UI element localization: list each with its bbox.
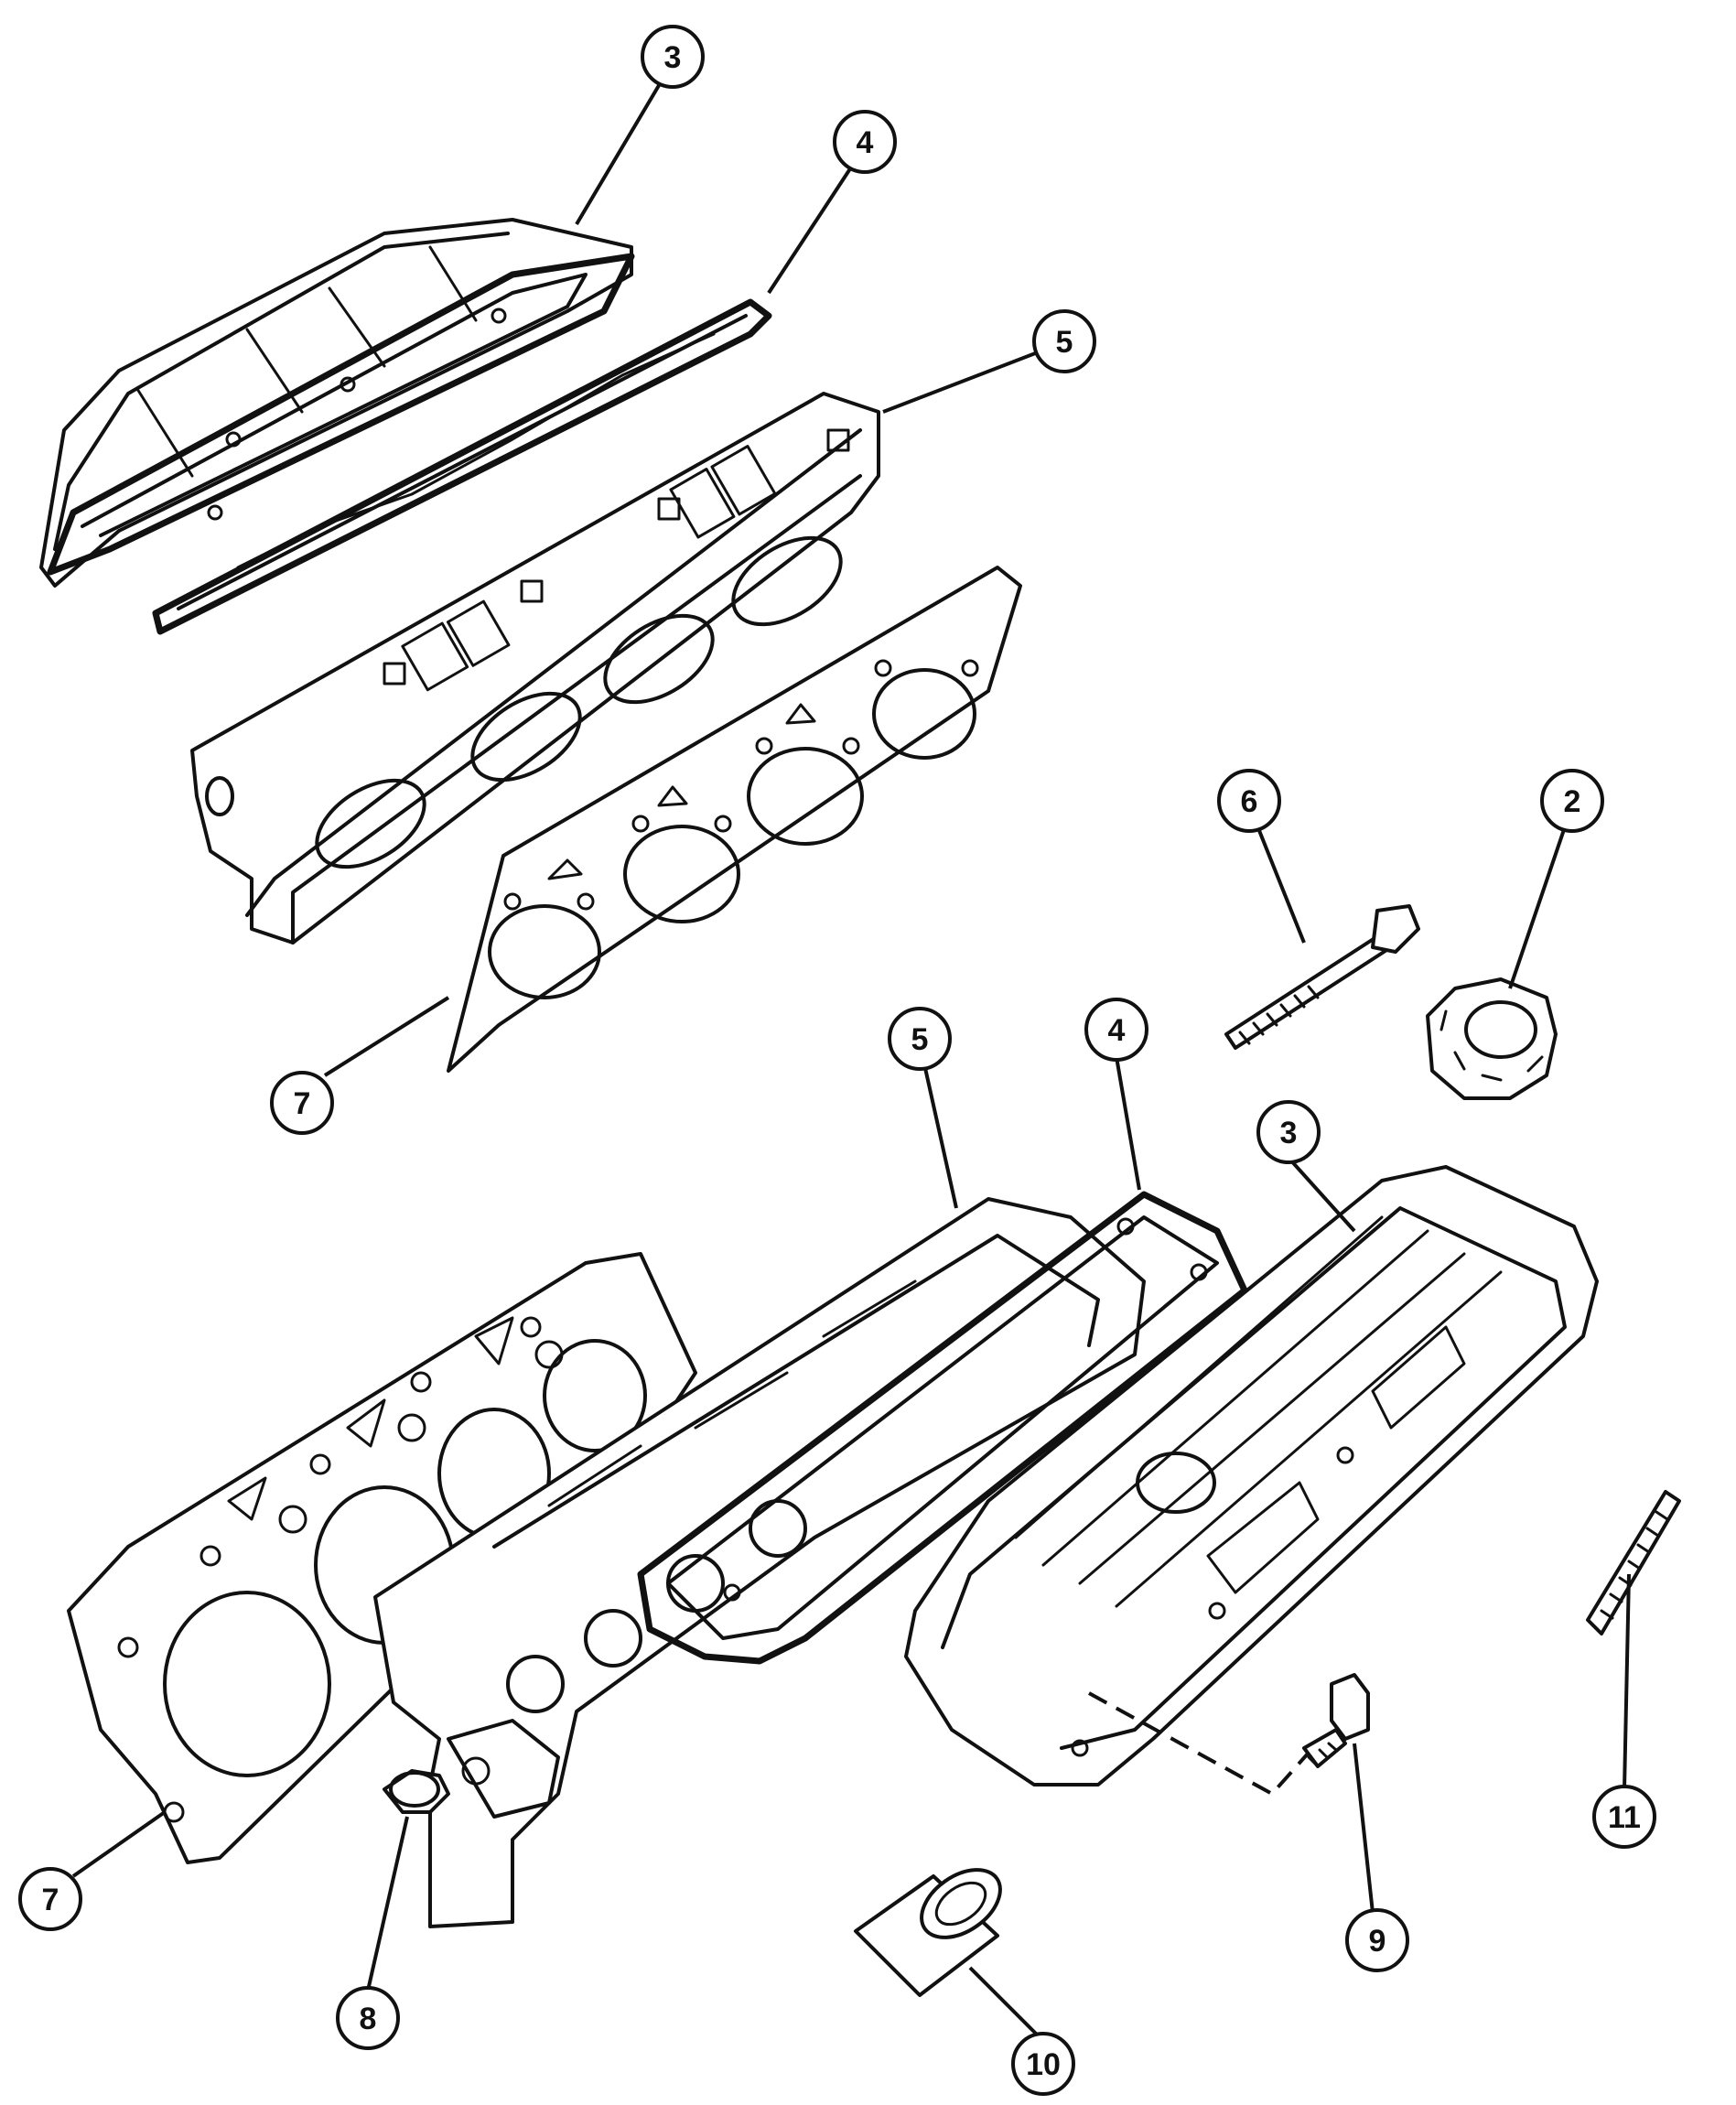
svg-text:7: 7 <box>42 1883 59 1917</box>
svg-text:8: 8 <box>360 2002 377 2036</box>
svg-text:4: 4 <box>857 125 874 160</box>
callout-9: 9 <box>1345 1908 1409 1972</box>
leader-lines <box>71 60 1631 2043</box>
plug <box>1426 977 1558 1100</box>
svg-text:2: 2 <box>1564 784 1581 819</box>
svg-text:6: 6 <box>1241 784 1258 819</box>
svg-text:4: 4 <box>1108 1013 1126 1048</box>
svg-text:3: 3 <box>664 40 682 75</box>
svg-text:9: 9 <box>1369 1924 1386 1959</box>
svg-text:7: 7 <box>294 1086 311 1121</box>
callout-11: 11 <box>1592 1785 1656 1849</box>
callout-5-upper: 5 <box>1032 309 1096 373</box>
svg-text:3: 3 <box>1280 1116 1298 1150</box>
svg-text:5: 5 <box>1056 325 1073 360</box>
lower-valve-cover <box>904 1165 1599 1787</box>
upper-valve-cover <box>39 218 635 588</box>
callout-8: 8 <box>336 1986 400 2050</box>
callout-3-upper: 3 <box>641 25 705 89</box>
lower-cylinder-head <box>373 1197 1146 1928</box>
callout-3-lower: 3 <box>1256 1100 1321 1164</box>
svg-text:11: 11 <box>1608 1800 1641 1835</box>
freeze-plug <box>383 1769 450 1814</box>
callout-5-lower: 5 <box>888 1007 952 1071</box>
upper-head-gasket <box>447 566 1022 1073</box>
lower-bolt <box>1302 1673 1370 1768</box>
callout-7-lower: 7 <box>18 1867 82 1931</box>
callout-4-lower: 4 <box>1084 998 1148 1062</box>
callout-7-upper: 7 <box>270 1071 334 1135</box>
callout-6: 6 <box>1217 769 1281 833</box>
bolt <box>1224 904 1420 1050</box>
svg-text:10: 10 <box>1026 2047 1061 2082</box>
upper-gasket <box>152 298 772 635</box>
callout-10: 10 <box>1011 2032 1075 2096</box>
lower-gasket <box>637 1191 1248 1665</box>
callout-4-upper: 4 <box>833 110 897 174</box>
stud <box>1586 1490 1681 1635</box>
callout-2: 2 <box>1540 769 1604 833</box>
upper-cylinder-head <box>190 392 880 945</box>
svg-text:5: 5 <box>911 1022 929 1057</box>
dowel-sleeve <box>854 1868 1002 1997</box>
